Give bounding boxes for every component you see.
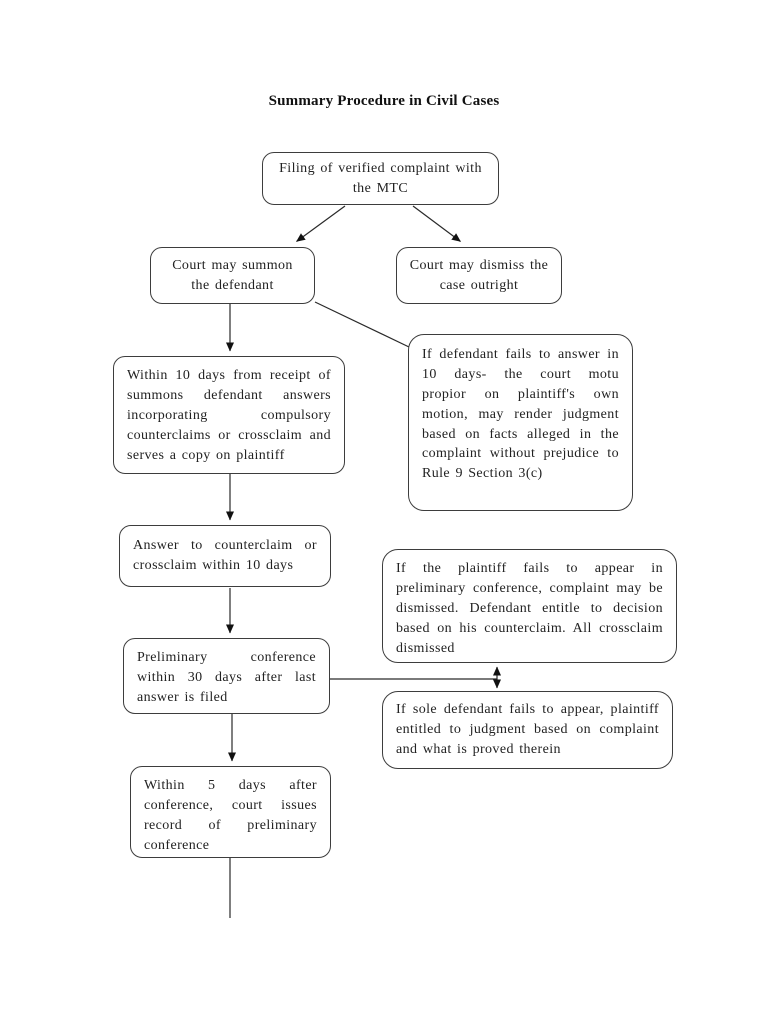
node-preliminary-conference: Preliminary conference within 30 days af… — [123, 638, 330, 714]
edge-filing-dismiss — [412, 205, 461, 242]
page-title: Summary Procedure in Civil Cases — [268, 93, 500, 109]
edge-summon-defendantfails — [314, 301, 410, 348]
node-plaintiff-fails-to-appear: If the plaintiff fails to appear in prel… — [382, 549, 677, 663]
edge-filing-summon — [296, 205, 346, 242]
node-sole-defendant-fails: If sole defendant fails to appear, plain… — [382, 691, 673, 769]
node-answer-counterclaim: Answer to counterclaim or crossclaim wit… — [119, 525, 331, 587]
node-record-of-conference: Within 5 days after conference, court is… — [130, 766, 331, 858]
node-court-dismiss: Court may dismiss the case outright — [396, 247, 562, 304]
node-defendant-fails-to-answer: If defendant fails to answer in 10 days-… — [408, 334, 633, 511]
node-answer-within-10-days: Within 10 days from receipt of summons d… — [113, 356, 345, 474]
node-filing-complaint: Filing of verified complaint with the MT… — [262, 152, 499, 205]
node-court-summon: Court may summon the defendant — [150, 247, 315, 304]
